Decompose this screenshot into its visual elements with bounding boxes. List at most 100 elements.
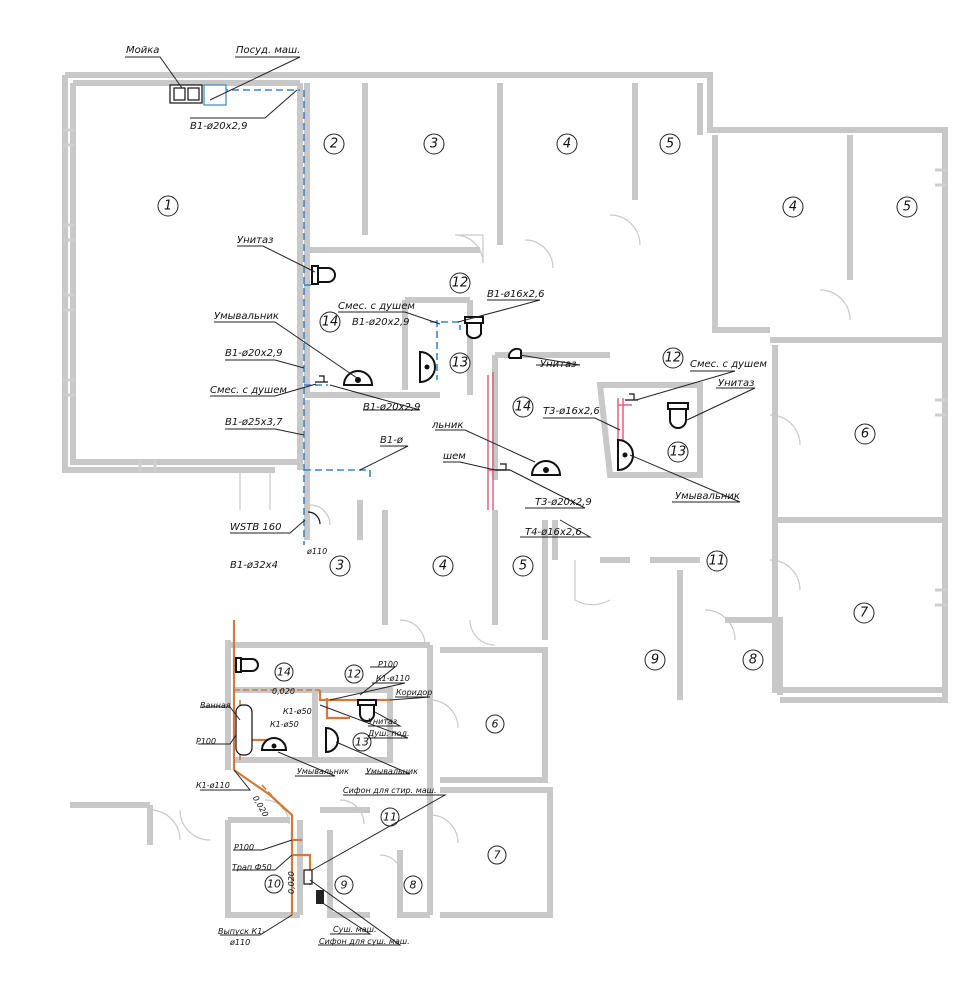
room-number-circle: [334, 875, 354, 895]
room-number-circle: [782, 196, 804, 218]
label-toilet-2: Унитаз: [540, 359, 576, 370]
room-number: 11: [383, 811, 397, 824]
label-washbasin-b: Умывальник: [366, 767, 418, 776]
room-number-circle: [659, 133, 681, 155]
label-washbasin-cut: льник: [431, 420, 463, 431]
room-number: 13: [355, 736, 369, 749]
room-number-circle: [432, 555, 454, 577]
room-number: 9: [651, 653, 659, 668]
room-number-circle: [264, 874, 284, 894]
label-p100-left: Р100: [196, 737, 216, 746]
room-number: 7: [494, 849, 501, 862]
room-number-circle: [403, 875, 423, 895]
room-number-circle: [853, 602, 875, 624]
label-toilet: Унитаз: [237, 235, 273, 246]
label-p100-mid: Р100: [234, 843, 254, 852]
room-number-circle: [344, 664, 364, 684]
room-number: 8: [749, 653, 757, 668]
room-number: 6: [492, 718, 499, 731]
label-shower-cut: шем: [443, 451, 466, 462]
room-number: 14: [515, 400, 532, 415]
room-number-circle: [274, 662, 294, 682]
room-number-circle: [512, 555, 534, 577]
label-drain: Трап Ф50: [232, 863, 272, 872]
room-number: 12: [347, 668, 361, 681]
room-number: 1: [164, 199, 172, 214]
label-mixer-shower: Смес. с душем: [338, 301, 415, 312]
room-number: 7: [860, 606, 869, 621]
label-toilet-lower: Унитаз: [368, 717, 397, 726]
room-number: 5: [903, 200, 911, 215]
label-shower-tray: Душ. под.: [367, 729, 410, 738]
label-mixer-shower-2: Смес. с душем: [210, 385, 287, 396]
room-number: 4: [563, 137, 571, 152]
label-bath: Ванная: [200, 701, 231, 710]
upper-plan-labels: Мойка Посуд. маш. В1-ø20х2,9 Унитаз Смес…: [126, 45, 767, 571]
room-number: 14: [277, 666, 291, 679]
label-washbasin-2: Умывальник: [675, 491, 740, 502]
label-pipe-b1-16: В1-ø16х2,6: [487, 289, 545, 300]
label-k1-50-a: К1-ø50: [283, 707, 312, 716]
label-corridor: Коридор: [396, 688, 432, 697]
label-pipe-t3-16: Т3-ø16х2,6: [543, 406, 600, 417]
label-mixer-shower-3: Смес. с душем: [690, 359, 767, 370]
label-slope-2: 0,020: [251, 794, 270, 818]
label-k1-110-left: К1-ø110: [196, 781, 230, 790]
room-number-circle: [644, 649, 666, 671]
room-number: 12: [665, 351, 682, 366]
valve-icon: [307, 511, 321, 525]
label-pipe-b1-20: В1-ø20х2,9: [190, 121, 248, 132]
label-siphon-washer: Сифон для стир. маш.: [343, 786, 437, 795]
toilet-icon: [311, 265, 336, 285]
label-pipe-t3-20: Т3-ø20х2,9: [535, 497, 592, 508]
bathtub-icon: [235, 704, 253, 756]
label-slope-1: 0,020: [272, 687, 295, 696]
washbasin-icon: [260, 737, 288, 751]
room-number-circle: [329, 555, 351, 577]
room-number: 5: [666, 137, 674, 152]
room-number-circle: [423, 133, 445, 155]
label-wstb: WSTB 160: [230, 522, 281, 533]
label-outlet-2: ø110: [229, 938, 250, 947]
washbasin-icon: [342, 370, 374, 386]
room-number-circle: [449, 272, 471, 294]
room-number: 3: [336, 559, 344, 574]
label-k1-50-b: К1-ø50: [270, 720, 299, 729]
toilet-icon: [235, 657, 259, 673]
room-number-circle: [449, 352, 471, 374]
washbasin-icon: [507, 347, 522, 359]
label-washbasin-a: Умывальник: [297, 767, 349, 776]
room-number-circle: [512, 396, 534, 418]
room-number-circle: [662, 347, 684, 369]
sink-fixture: [169, 84, 227, 106]
label-pipe-b1-20-a: В1-ø20х2,9: [352, 317, 410, 328]
room-number: 12: [452, 276, 469, 291]
label-slope-3: 0,020: [287, 871, 296, 894]
upper-leaders: [125, 56, 756, 538]
lower-leaders: [198, 666, 447, 946]
mixer-icon: [315, 375, 328, 383]
label-pipe-b1-20-b: В1-ø20х2,9: [225, 348, 283, 359]
label-washbasin: Умывальник: [214, 311, 279, 322]
room-number: 13: [452, 356, 469, 371]
mixer-icon: [625, 393, 638, 401]
toilet-icon: [357, 699, 377, 722]
shower-tray-icon: [419, 350, 436, 384]
room-number: 11: [709, 554, 726, 569]
room-number-circle: [157, 195, 179, 217]
label-p100-top: Р100: [378, 660, 398, 669]
label-dryer: Суш. маш.: [333, 925, 377, 934]
room-number: 14: [322, 315, 339, 330]
label-pipe-b1-32: В1-ø32х4: [230, 560, 278, 571]
label-outlet-1: Выпуск К1-: [218, 927, 265, 936]
washing-machine-icon: [303, 869, 313, 885]
label-pipe-110: ø110: [306, 547, 327, 556]
room-number-circle: [854, 423, 876, 445]
toilet-icon: [667, 402, 689, 429]
room-number-circle: [323, 133, 345, 155]
room-number-circle: [742, 649, 764, 671]
room-number-circle: [667, 441, 689, 463]
room-number: 2: [330, 137, 338, 152]
room-number-circle: [556, 133, 578, 155]
